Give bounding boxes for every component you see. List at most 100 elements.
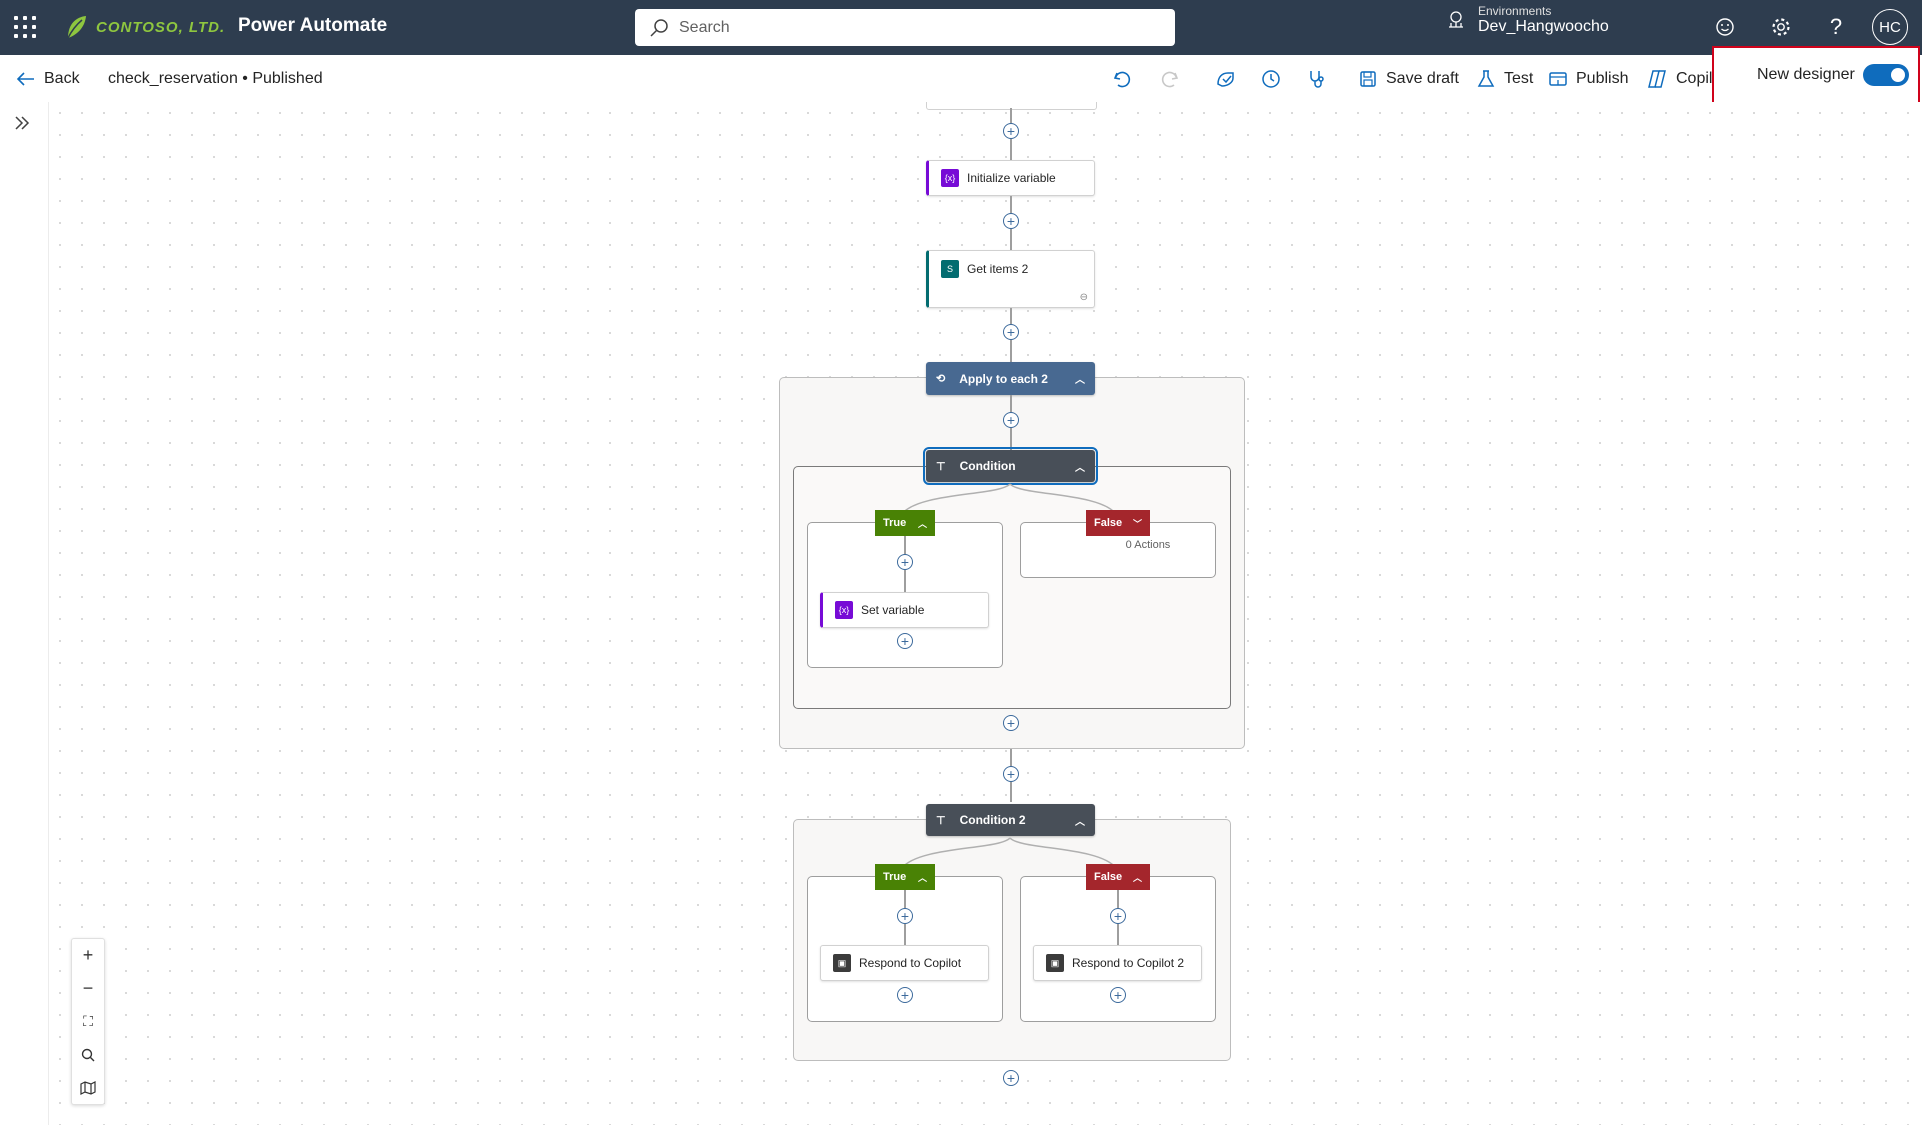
condition-icon: ⊤ — [936, 814, 946, 827]
back-arrow-icon — [16, 71, 34, 86]
save-icon — [1360, 70, 1376, 87]
action-initialize-variable[interactable]: {x} Initialize variable — [926, 160, 1095, 196]
new-designer-switch[interactable] — [1862, 64, 1909, 86]
test-button[interactable]: Test — [1476, 55, 1533, 102]
add-action-plus-icon[interactable]: + — [1110, 987, 1126, 1003]
minimap-icon[interactable] — [72, 1071, 104, 1104]
environment-icon — [1449, 11, 1463, 28]
branch-label: True — [883, 871, 907, 883]
false-actions-count: 0 Actions — [1125, 539, 1171, 551]
flow-canvas[interactable]: + {x} Initialize variable + S Get items … — [49, 102, 1922, 1125]
add-action-plus-icon[interactable]: + — [1003, 1070, 1019, 1086]
action-title: Respond to Copilot 2 — [1072, 956, 1185, 970]
true-branch-2-header[interactable]: True ︿ — [875, 864, 935, 890]
search-placeholder: Search — [679, 18, 730, 36]
action-condition-2[interactable]: ⊤ Condition 2 ︿ — [926, 804, 1095, 836]
action-title: Set variable — [861, 603, 925, 617]
chevron-up-icon[interactable]: ︿ — [1075, 816, 1085, 828]
app-title[interactable]: Power Automate — [238, 15, 388, 36]
action-respond-to-copilot-2[interactable]: ▣ Respond to Copilot 2 — [1033, 945, 1202, 981]
redo-button[interactable] — [1160, 55, 1180, 102]
action-apply-to-each-2[interactable]: ⟲ Apply to each 2 ︿ — [926, 362, 1095, 395]
version-history-button[interactable] — [1260, 55, 1282, 102]
condition-branch-lines — [901, 483, 1117, 515]
add-action-plus-icon[interactable]: + — [1003, 123, 1019, 139]
action-title: Get items 2 — [967, 262, 1029, 276]
add-action-plus-icon[interactable]: + — [897, 908, 913, 924]
variable-icon: {x} — [941, 169, 959, 187]
search-icon — [650, 18, 668, 37]
brand-name: CONTOSO, LTD. — [96, 18, 226, 36]
search-input[interactable]: Search — [635, 9, 1175, 46]
undo-button[interactable] — [1112, 55, 1132, 102]
publish-button[interactable]: Publish — [1548, 55, 1628, 102]
chevron-up-icon[interactable]: ︿ — [1075, 462, 1085, 474]
avatar[interactable]: HC — [1872, 9, 1908, 45]
history-icon — [1262, 69, 1280, 88]
add-action-plus-icon[interactable]: + — [1003, 213, 1019, 229]
test-label: Test — [1504, 69, 1534, 87]
false-branch-header[interactable]: False ﹀ — [1086, 510, 1150, 536]
chevron-up-icon[interactable]: ︿ — [917, 872, 927, 883]
back-label: Back — [44, 69, 80, 87]
previous-action-card[interactable] — [926, 102, 1097, 110]
fit-view-icon[interactable]: ⛶ — [83, 1013, 93, 1029]
action-condition[interactable]: ⊤ Condition ︿ — [923, 447, 1098, 485]
chevron-up-icon[interactable]: ︿ — [1132, 872, 1142, 883]
condition-icon: ⊤ — [936, 460, 946, 473]
zoom-in-icon[interactable]: + — [82, 945, 94, 965]
leaf-icon — [67, 16, 86, 39]
add-action-plus-icon[interactable]: + — [1003, 412, 1019, 428]
search-zoom-icon[interactable] — [72, 1038, 104, 1071]
sharepoint-icon: S — [941, 260, 959, 278]
action-title: Condition 2 — [959, 813, 1026, 827]
true-branch-header[interactable]: True ︿ — [875, 510, 935, 536]
action-set-variable[interactable]: {x} Set variable — [820, 592, 989, 628]
branch-label: True — [883, 517, 907, 529]
stethoscope-icon — [1310, 70, 1324, 88]
save-draft-label: Save draft — [1386, 69, 1459, 87]
new-designer-toggle[interactable]: New designer — [1757, 55, 1909, 95]
action-get-items-2[interactable]: S Get items 2 ⊖ — [926, 250, 1095, 308]
new-designer-label: New designer — [1757, 66, 1855, 83]
publish-icon — [1549, 71, 1567, 86]
add-action-plus-icon[interactable]: + — [1003, 715, 1019, 731]
flask-icon — [1477, 69, 1495, 87]
flow-health-button[interactable] — [1306, 55, 1328, 102]
smiley-icon[interactable] — [1712, 14, 1738, 40]
branch-label: False — [1094, 517, 1123, 529]
add-action-plus-icon[interactable]: + — [1003, 324, 1019, 340]
add-action-plus-icon[interactable]: + — [897, 633, 913, 649]
loop-icon: ⟲ — [936, 373, 946, 385]
flow-checker-button[interactable] — [1214, 55, 1236, 102]
gear-icon[interactable] — [1768, 14, 1794, 40]
new-designer-highlight: New designer — [1712, 46, 1920, 112]
flow-name: check_reservation • Published — [108, 69, 323, 87]
add-action-plus-icon[interactable]: + — [1003, 766, 1019, 782]
chevron-down-icon[interactable]: ﹀ — [1132, 518, 1142, 529]
link-icon: ⊖ — [1079, 292, 1088, 303]
add-action-plus-icon[interactable]: + — [897, 554, 913, 570]
false-branch-2-header[interactable]: False ︿ — [1086, 864, 1150, 890]
chevron-double-right-icon[interactable] — [13, 114, 31, 137]
add-action-plus-icon[interactable]: + — [1110, 908, 1126, 924]
zoom-controls: + − ⛶ — [71, 938, 105, 1105]
help-icon[interactable]: ? — [1829, 14, 1843, 39]
action-title: Apply to each 2 — [959, 371, 1048, 386]
waffle-icon[interactable] — [14, 16, 36, 38]
variable-icon: {x} — [835, 601, 853, 619]
save-draft-button[interactable]: Save draft — [1358, 55, 1459, 102]
chevron-up-icon[interactable]: ︿ — [917, 518, 927, 529]
env-label: Environments — [1478, 4, 1552, 18]
action-title: Initialize variable — [967, 171, 1056, 185]
chevron-up-icon[interactable]: ︿ — [1075, 375, 1085, 386]
branch-label: False — [1094, 871, 1123, 883]
zoom-out-icon[interactable]: − — [82, 978, 94, 998]
action-respond-to-copilot[interactable]: ▣ Respond to Copilot — [820, 945, 989, 981]
left-rail — [0, 102, 49, 1125]
copilot-icon — [1648, 69, 1666, 88]
undo-icon — [1113, 71, 1131, 87]
environment-picker[interactable]: Environments Dev_Hangwoocho — [1446, 4, 1609, 36]
back-button[interactable]: Back — [16, 55, 80, 102]
add-action-plus-icon[interactable]: + — [897, 987, 913, 1003]
